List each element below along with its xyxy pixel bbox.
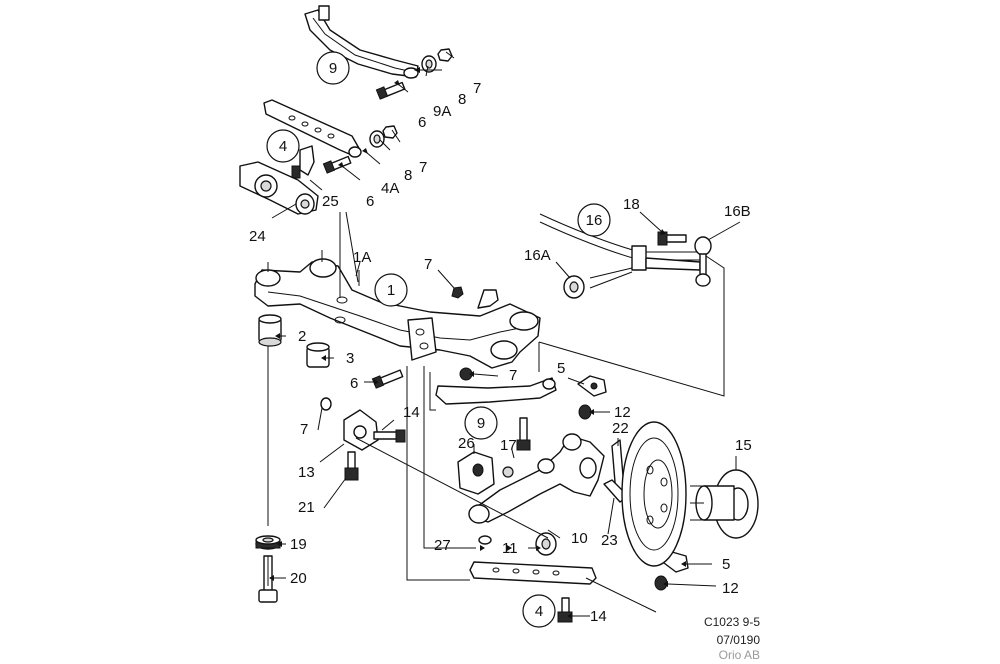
transverse-link-upper bbox=[263, 99, 362, 158]
part-labels: 9A 8 7 6 4A 8 7 6 25 24 1A 7 18 16B 16A … bbox=[249, 80, 752, 625]
callout-9-top: 9 bbox=[316, 51, 350, 85]
bushing-8-second bbox=[369, 130, 385, 148]
label-8-top: 8 bbox=[458, 91, 466, 108]
callout-1: 1 bbox=[374, 273, 408, 307]
bracket-13 bbox=[320, 397, 379, 451]
wheel-hub-15 bbox=[690, 469, 759, 539]
label-25: 25 bbox=[322, 193, 339, 210]
caption-date: 07/0190 bbox=[717, 633, 761, 647]
label-7-mid: 7 bbox=[424, 256, 432, 273]
bolt-6-second bbox=[322, 155, 352, 174]
caption-code: C1023 9-5 bbox=[704, 615, 760, 629]
bolt-14-bottom bbox=[557, 597, 573, 623]
callout-1-text: 1 bbox=[387, 282, 395, 299]
label-21: 21 bbox=[298, 499, 315, 516]
callout-4-bottom: 4 bbox=[522, 594, 556, 628]
label-9a: 9A bbox=[433, 103, 451, 120]
caption-publisher: Orio AB bbox=[719, 648, 760, 662]
bolt-6-mid bbox=[371, 369, 404, 389]
label-14-bottom: 14 bbox=[590, 608, 607, 625]
label-13: 13 bbox=[298, 464, 315, 481]
callout-16-text: 16 bbox=[586, 212, 603, 229]
bushing-assembly-24 bbox=[239, 161, 319, 215]
callout-4-bottom-text: 4 bbox=[535, 603, 543, 620]
bolt-6-top bbox=[375, 81, 406, 100]
label-12-top: 12 bbox=[614, 404, 631, 421]
label-24: 24 bbox=[249, 228, 266, 245]
label-7-left: 7 bbox=[300, 421, 308, 438]
nut-27 bbox=[478, 535, 492, 545]
bushing-3 bbox=[306, 342, 330, 368]
trailing-arm-10 bbox=[468, 433, 605, 524]
link-16b bbox=[694, 236, 712, 287]
washer-19 bbox=[255, 535, 281, 550]
label-6-top: 6 bbox=[418, 114, 426, 131]
leader-lines bbox=[267, 211, 725, 613]
bushing-2 bbox=[258, 314, 282, 347]
callout-9-mid-text: 9 bbox=[477, 415, 485, 432]
rear-subframe bbox=[254, 258, 541, 369]
nut-7-top bbox=[437, 48, 453, 62]
bolt-21 bbox=[344, 451, 359, 481]
label-26: 26 bbox=[458, 435, 475, 452]
label-27: 27 bbox=[434, 537, 451, 554]
label-6-mid: 6 bbox=[350, 375, 358, 392]
label-10: 10 bbox=[571, 530, 588, 547]
bolt-17 bbox=[516, 417, 531, 451]
label-6-second: 6 bbox=[366, 193, 374, 210]
label-2: 2 bbox=[298, 328, 306, 345]
label-16a: 16A bbox=[524, 247, 551, 264]
label-18: 18 bbox=[623, 196, 640, 213]
label-4a: 4A bbox=[381, 180, 399, 197]
label-1a: 1A bbox=[353, 249, 371, 266]
callout-4-top: 4 bbox=[266, 129, 300, 163]
label-5-top: 5 bbox=[557, 360, 565, 377]
callout-4-top-text: 4 bbox=[279, 138, 287, 155]
bolt-14-top bbox=[373, 429, 406, 443]
label-12-bottom: 12 bbox=[722, 580, 739, 597]
stabilizer-bar bbox=[539, 213, 701, 299]
nut-7-second bbox=[382, 125, 398, 139]
label-8-second: 8 bbox=[404, 167, 412, 184]
callout-9-mid: 9 bbox=[464, 406, 498, 440]
bracket-5-top bbox=[577, 375, 607, 397]
bracket-25 bbox=[291, 145, 315, 179]
label-22: 22 bbox=[612, 420, 629, 437]
label-19: 19 bbox=[290, 536, 307, 553]
label-7-right: 7 bbox=[509, 367, 517, 384]
drawing-caption: C1023 9-5 07/0190 Orio AB bbox=[704, 615, 760, 662]
brake-backing-plate bbox=[621, 421, 687, 567]
label-23: 23 bbox=[601, 532, 618, 549]
label-20: 20 bbox=[290, 570, 307, 587]
bracket-26 bbox=[457, 451, 514, 495]
callout-9-top-text: 9 bbox=[329, 60, 337, 77]
lower-link-arm bbox=[435, 377, 557, 405]
label-17: 17 bbox=[500, 437, 517, 454]
label-3: 3 bbox=[346, 350, 354, 367]
callout-16: 16 bbox=[577, 203, 611, 237]
nut-7-mid bbox=[451, 286, 464, 299]
label-16b: 16B bbox=[724, 203, 751, 220]
label-11: 11 bbox=[502, 540, 518, 557]
bushing-11 bbox=[535, 532, 557, 556]
label-14-top: 14 bbox=[403, 404, 420, 421]
label-15: 15 bbox=[735, 437, 752, 454]
label-7-second: 7 bbox=[419, 159, 427, 176]
label-pointers bbox=[269, 51, 741, 619]
label-7-top: 7 bbox=[473, 80, 481, 97]
transverse-link-lower bbox=[469, 561, 597, 585]
label-5-bottom: 5 bbox=[722, 556, 730, 573]
